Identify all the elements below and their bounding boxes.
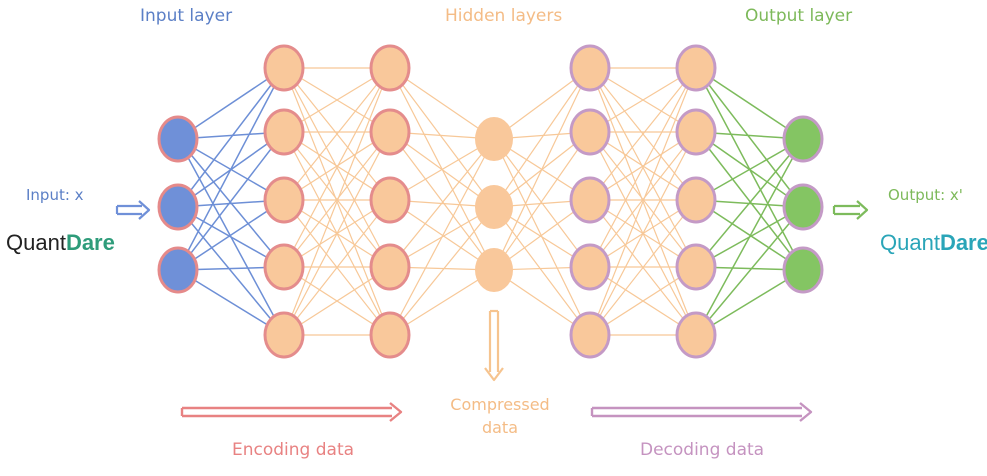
edge-l3-n2-to-n1 (493, 131, 591, 271)
edge-l3-n1-to-n0 (493, 67, 591, 208)
edge-l2-n0-to-n1 (389, 67, 495, 208)
decoder-hidden-node-6-5 (675, 311, 717, 359)
edge-l1-n3-to-n0 (283, 67, 391, 268)
edge-l0-n2-to-n1 (177, 131, 285, 271)
encoding-data-label: Encoding data (232, 440, 355, 460)
input-node-1-3 (157, 246, 199, 294)
decoder-hidden-node-5-4 (569, 243, 611, 291)
encoder-hidden-node-2-3 (263, 176, 305, 224)
decoder-hidden-node-6-2 (675, 108, 717, 156)
compressed-data-label: Compressed data (450, 395, 550, 438)
edge-l3-n1-to-n4 (493, 206, 591, 336)
output-brand-logo: QuantDare (880, 230, 987, 256)
edge-l1-n3-to-n1 (283, 131, 391, 268)
edge-l4-n4-to-n0 (589, 67, 697, 336)
decoder-hidden-node-5-2 (569, 108, 611, 156)
encoder-hidden-node-3-1 (369, 44, 411, 92)
edge-l0-n1-to-n0 (177, 67, 285, 208)
decoder-hidden-node-6-3 (675, 176, 717, 224)
encoder-hidden-node-3-3 (369, 176, 411, 224)
edge-l0-n1-to-n4 (177, 206, 285, 336)
bottleneck-arrow (484, 309, 504, 382)
input-label: Input: x (26, 186, 84, 204)
input-node-1-1 (157, 115, 199, 163)
decoder-hidden-node-5-1 (569, 44, 611, 92)
edge-l4-n3-to-n1 (589, 131, 697, 268)
input-arrow (115, 200, 151, 220)
edge-l5-n0-to-n1 (695, 67, 804, 208)
output-brand-part2: Dare (939, 230, 987, 255)
encoder-hidden-node-2-2 (263, 108, 305, 156)
encoder-hidden-node-2-5 (263, 311, 305, 359)
output-node-7-2 (782, 183, 824, 231)
input-brand-part2: Dare (65, 230, 115, 255)
output-arrow (832, 200, 869, 220)
edge-l0-n2-to-n0 (177, 67, 285, 271)
bottleneck-node-4-3 (475, 248, 513, 292)
decoder-hidden-node-6-4 (675, 243, 717, 291)
encoder-hidden-node-3-5 (369, 311, 411, 359)
input-node-1-2 (157, 183, 199, 231)
decoder-hidden-node-6-1 (675, 44, 717, 92)
output-layer-title: Output layer (745, 6, 853, 26)
edge-l4-n4-to-n2 (589, 199, 697, 336)
encoder-hidden-node-2-1 (263, 44, 305, 92)
output-node-7-1 (782, 115, 824, 163)
edge-l5-n0-to-n0 (695, 67, 804, 140)
edge-l5-n1-to-n2 (695, 131, 804, 271)
input-brand-part1: Quant (6, 230, 66, 255)
edge-l5-n4-to-n0 (695, 138, 804, 336)
edge-l4-n2-to-n0 (589, 67, 697, 201)
edge-l5-n4-to-n1 (695, 206, 804, 336)
edge-l2-n4-to-n0 (389, 138, 495, 336)
output-label: Output: x' (888, 186, 963, 204)
edge-l3-n2-to-n0 (493, 67, 591, 271)
edge-l1-n4-to-n0 (283, 67, 391, 336)
decoding-arrow (590, 402, 813, 422)
decoder-hidden-node-5-3 (569, 176, 611, 224)
edge-l2-n4-to-n1 (389, 206, 495, 336)
decoding-data-label: Decoding data (640, 440, 765, 460)
flow-arrows (115, 200, 869, 422)
encoder-hidden-node-3-2 (369, 108, 411, 156)
network-nodes (157, 44, 824, 359)
edge-l5-n3-to-n0 (695, 138, 804, 268)
decoder-hidden-node-5-5 (569, 311, 611, 359)
output-brand-part1: Quant (880, 230, 940, 255)
input-layer-title: Input layer (140, 6, 233, 26)
input-brand-logo: QuantDare (6, 230, 115, 256)
encoding-arrow (180, 402, 403, 422)
edge-l4-n3-to-n0 (589, 67, 697, 268)
bottleneck-node-4-1 (475, 117, 513, 161)
output-node-7-3 (782, 246, 824, 294)
encoder-hidden-node-2-4 (263, 243, 305, 291)
hidden-layers-title: Hidden layers (445, 6, 563, 26)
encoder-hidden-node-3-4 (369, 243, 411, 291)
edge-l1-n4-to-n2 (283, 199, 391, 336)
edge-l2-n3-to-n0 (389, 138, 495, 268)
bottleneck-node-4-2 (475, 185, 513, 229)
edge-l2-n1-to-n2 (389, 131, 495, 271)
edge-l4-n4-to-n1 (589, 131, 697, 336)
edge-l1-n4-to-n1 (283, 131, 391, 336)
edge-l1-n2-to-n0 (283, 67, 391, 201)
